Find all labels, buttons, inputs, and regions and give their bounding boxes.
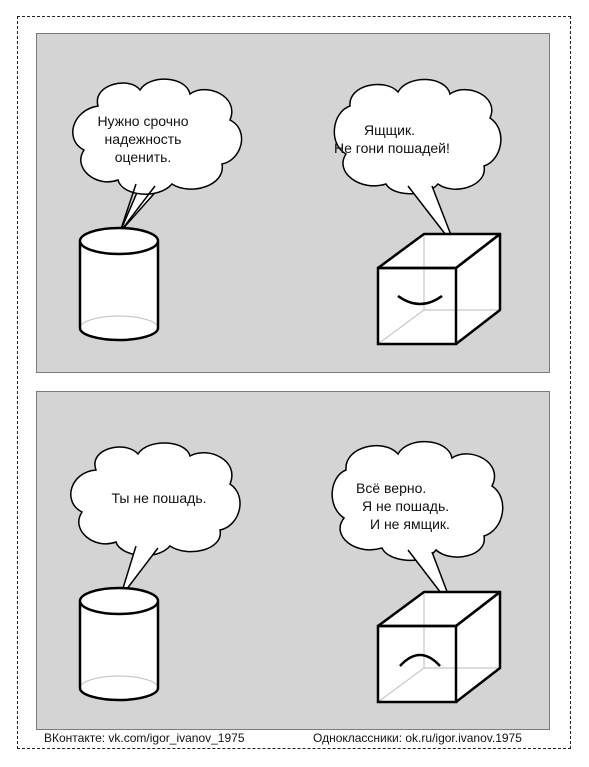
speech-bubble-cloud-right-1 xyxy=(333,78,502,249)
cylinder-character-2 xyxy=(78,586,160,702)
bubble-text-right-1: Ящщик. Не гони пошадей! xyxy=(334,121,494,157)
bubble-line: Не гони пошадей! xyxy=(334,140,450,156)
bubble-line: Ящщик. xyxy=(364,122,415,138)
bubble-line: оценить. xyxy=(114,149,172,165)
bubble-line: И не ямщик. xyxy=(370,516,450,532)
box-character-2 xyxy=(376,590,502,704)
bubble-text-left-1: Нужно срочно надежность оценить. xyxy=(82,112,204,166)
footer-vk-link[interactable]: ВКонтакте: vk.com/igor_ivanov_1975 xyxy=(44,731,245,745)
footer-ok-link[interactable]: Одноклассники: ok.ru/igor.ivanov.1975 xyxy=(313,731,522,745)
bubble-text-right-2: Всё верно. Я не пошадь. И не ямщик. xyxy=(356,479,496,533)
bubble-text-left-2: Ты не пошадь. xyxy=(96,489,222,507)
bubble-line: Ты не пошадь. xyxy=(111,490,207,506)
bubble-line: Всё верно. xyxy=(356,480,427,496)
bubble-line: Нужно срочно xyxy=(97,113,189,129)
speech-bubble-cloud-left-2 xyxy=(70,442,241,599)
box-smile xyxy=(397,294,443,306)
bubble-line: надежность xyxy=(104,131,182,147)
speech-bubble-cloud-left-1 xyxy=(72,78,243,233)
page-dashed-border xyxy=(17,16,571,749)
cylinder-character-1 xyxy=(78,226,160,342)
bubble-line: Я не пошадь. xyxy=(362,498,450,514)
box-character-1 xyxy=(376,232,502,346)
box-frown xyxy=(399,653,441,667)
